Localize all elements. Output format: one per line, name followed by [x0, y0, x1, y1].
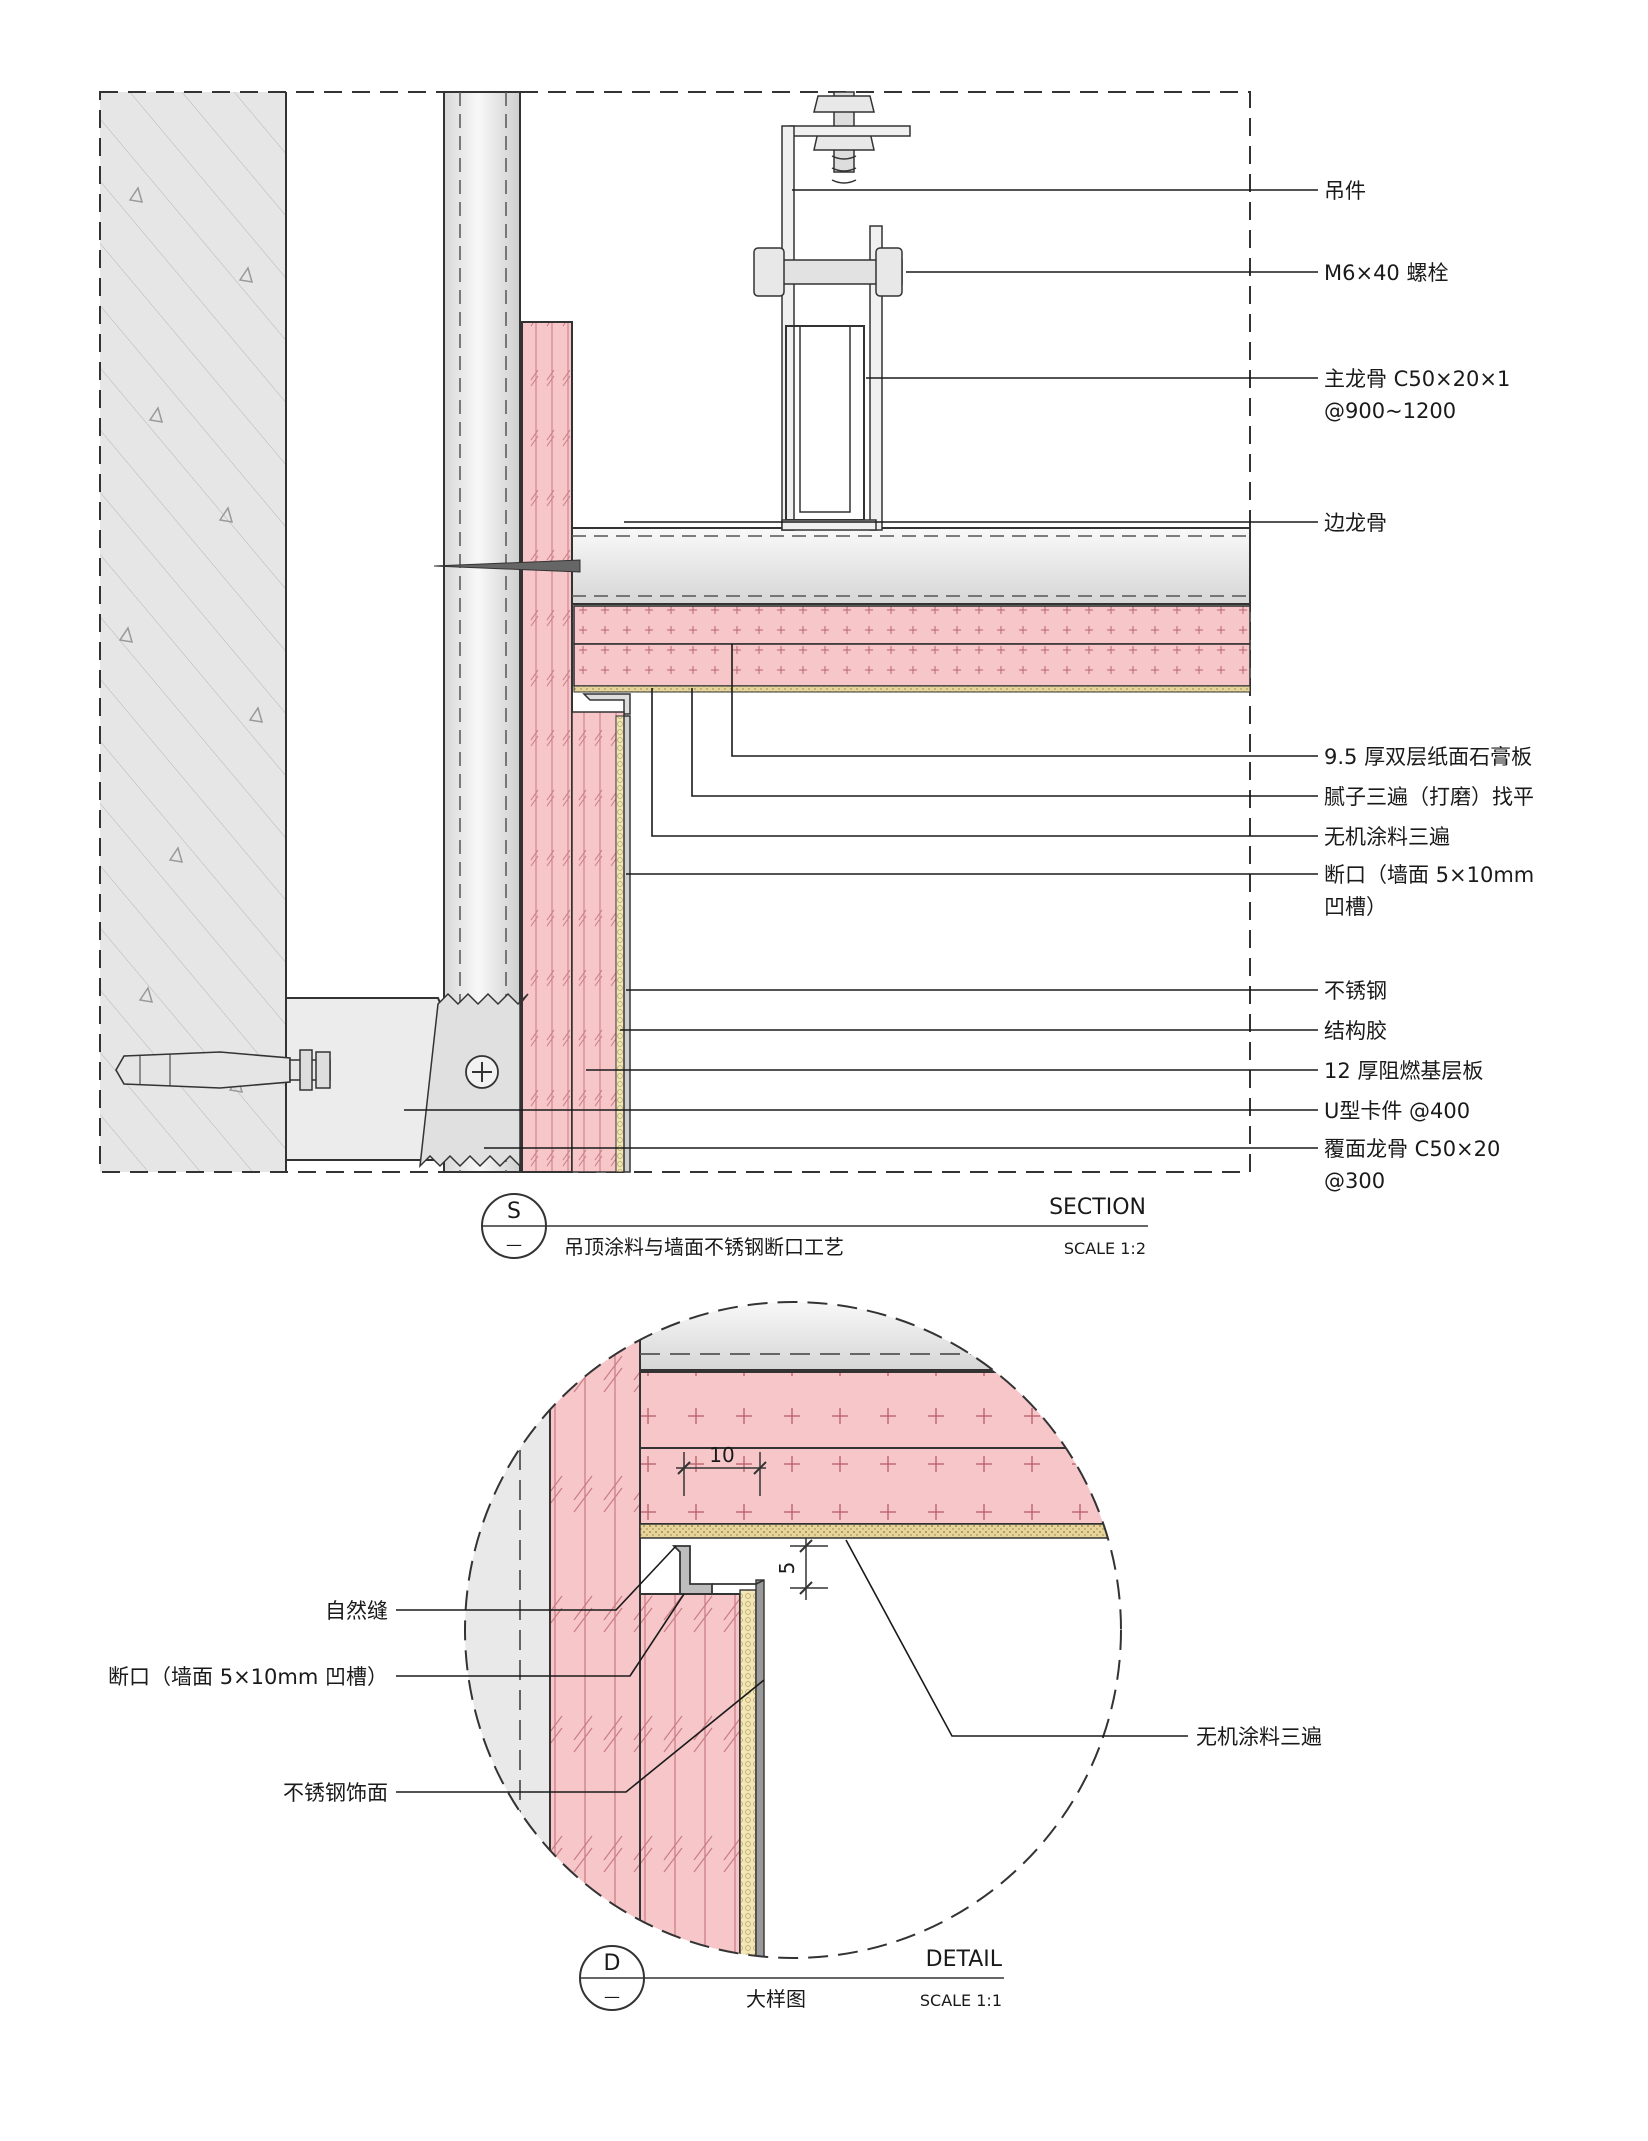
label-stainless-steel: 不锈钢 — [1324, 979, 1387, 1003]
label-break-groove: 断口（墙面 5×10mm — [1324, 863, 1534, 887]
detail-symbol-sub: — — [604, 1987, 620, 2006]
label-structural-glue: 结构胶 — [1324, 1019, 1387, 1043]
section-labels: 吊件 M6×40 螺栓 主龙骨 C50×20×1 @900~1200 边龙骨 9… — [1324, 179, 1534, 1193]
detail-view: 10 5 自然缝 断口（墙面 5×10mm 凹槽） 不锈钢饰面 无机涂料三遍 D — [108, 1301, 1322, 2011]
detail-stainless-panel — [755, 1579, 765, 1958]
label-stainless-finish: 不锈钢饰面 — [283, 1781, 388, 1805]
fire-retardant-board-vertical — [521, 321, 573, 1173]
hanger-bracket — [781, 125, 795, 531]
detail-board-vertical — [549, 1302, 641, 1958]
gypsum-board-1 — [573, 605, 1251, 645]
section-symbol-sub: — — [506, 1235, 522, 1254]
label-inorganic-paint: 无机涂料三遍 — [1324, 825, 1450, 849]
detail-subtitle: 大样图 — [746, 1987, 806, 2011]
detail-structural-glue — [739, 1589, 757, 1958]
label-u-clip: U型卡件 @400 — [1324, 1099, 1470, 1123]
label-main-keel: 主龙骨 C50×20×1 — [1324, 367, 1510, 391]
putty-layer — [573, 685, 1251, 693]
detail-scale: SCALE 1:1 — [920, 1991, 1002, 2010]
label-putty: 腻子三遍（打磨）找平 — [1324, 785, 1534, 809]
expansion-anchor — [115, 1049, 331, 1091]
gypsum-board-2 — [573, 643, 1251, 687]
detail-board-lower — [639, 1593, 741, 1958]
label-break-groove-cont: 凹槽） — [1324, 895, 1387, 919]
m6-bolt-nut — [875, 247, 903, 297]
section-leaders — [404, 189, 1318, 1149]
detail-circle — [464, 1301, 1122, 1959]
label-detail-break-groove: 断口（墙面 5×10mm 凹槽） — [108, 1665, 388, 1689]
cover-channel-vertical — [443, 91, 521, 1173]
detail-symbol-letter: D — [604, 1951, 621, 1976]
section-title: SECTION — [1049, 1195, 1146, 1220]
detail-gypsum-board-1 — [639, 1371, 1121, 1449]
dimension-horizontal: 10 — [676, 1443, 767, 1496]
concrete-aggregate — [118, 186, 264, 1093]
fire-retardant-board-lower — [571, 711, 625, 1173]
detail-putty-layer — [639, 1523, 1121, 1539]
hanger-thread — [831, 155, 857, 184]
section-view — [99, 91, 1251, 1173]
section-subtitle: 吊顶涂料与墙面不锈钢断口工艺 — [564, 1235, 844, 1259]
label-main-keel-spacing: @900~1200 — [1324, 399, 1456, 423]
detail-side-keel — [639, 1302, 1121, 1371]
dimension-vertical-value: 5 — [775, 1562, 799, 1575]
label-cover-keel-spacing: @300 — [1324, 1169, 1385, 1193]
detail-title: DETAIL — [926, 1947, 1003, 1972]
label-detail-inorganic-paint: 无机涂料三遍 — [1196, 1725, 1322, 1749]
detail-title-block: D — DETAIL 大样图 SCALE 1:1 — [579, 1945, 1004, 2011]
main-keel-channel — [785, 325, 865, 521]
m6-bolt-head — [753, 247, 785, 297]
label-bolt: M6×40 螺栓 — [1324, 261, 1448, 285]
label-cover-keel: 覆面龙骨 C50×20 — [1324, 1137, 1500, 1161]
concrete-wall — [100, 92, 286, 1172]
hanger-nut-top — [813, 95, 875, 113]
structural-glue — [615, 715, 625, 1173]
detail-break-trim — [671, 1545, 713, 1595]
stainless-steel-panel — [623, 715, 631, 1173]
label-side-keel: 边龙骨 — [1324, 511, 1387, 535]
label-hanger: 吊件 — [1324, 179, 1366, 203]
detail-labels: 自然缝 断口（墙面 5×10mm 凹槽） 不锈钢饰面 无机涂料三遍 — [108, 1599, 1322, 1805]
dimension-vertical: 5 — [775, 1538, 828, 1600]
dimension-horizontal-value: 10 — [709, 1443, 734, 1467]
section-title-block: S — SECTION 吊顶涂料与墙面不锈钢断口工艺 SCALE 1:2 — [481, 1193, 1148, 1259]
section-symbol-letter: S — [507, 1199, 521, 1224]
label-base-board: 12 厚阻燃基层板 — [1324, 1059, 1483, 1083]
section-scale: SCALE 1:2 — [1064, 1239, 1146, 1258]
break-groove-trim — [582, 693, 631, 715]
hanger-plate — [789, 125, 911, 137]
side-keel — [571, 527, 1251, 605]
screw — [433, 559, 581, 573]
label-gypsum-board: 9.5 厚双层纸面石膏板 — [1324, 745, 1532, 769]
label-natural-gap: 自然缝 — [325, 1599, 388, 1623]
